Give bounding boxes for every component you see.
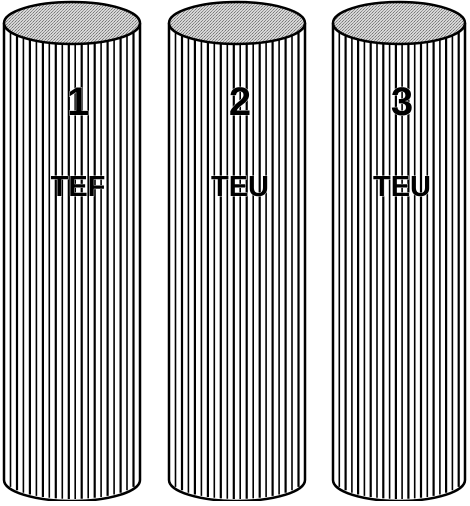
cylinder-2-top [169, 2, 305, 44]
cylinder-3-label: TEU [373, 171, 431, 203]
cylinder-1: 1 TEF [4, 2, 140, 501]
cylinder-3: 3 TEU [333, 2, 465, 501]
cylinder-3-top [333, 2, 465, 44]
cylinder-2-number: 2 [229, 80, 251, 124]
cylinder-1-label: TEF [51, 171, 106, 203]
cylinder-3-number: 3 [391, 80, 413, 124]
cylinder-2-label: TEU [211, 171, 269, 203]
cylinder-2: 2 TEU [169, 2, 305, 501]
cylinder-1-top [4, 2, 140, 44]
cylinder-1-number: 1 [67, 80, 89, 124]
